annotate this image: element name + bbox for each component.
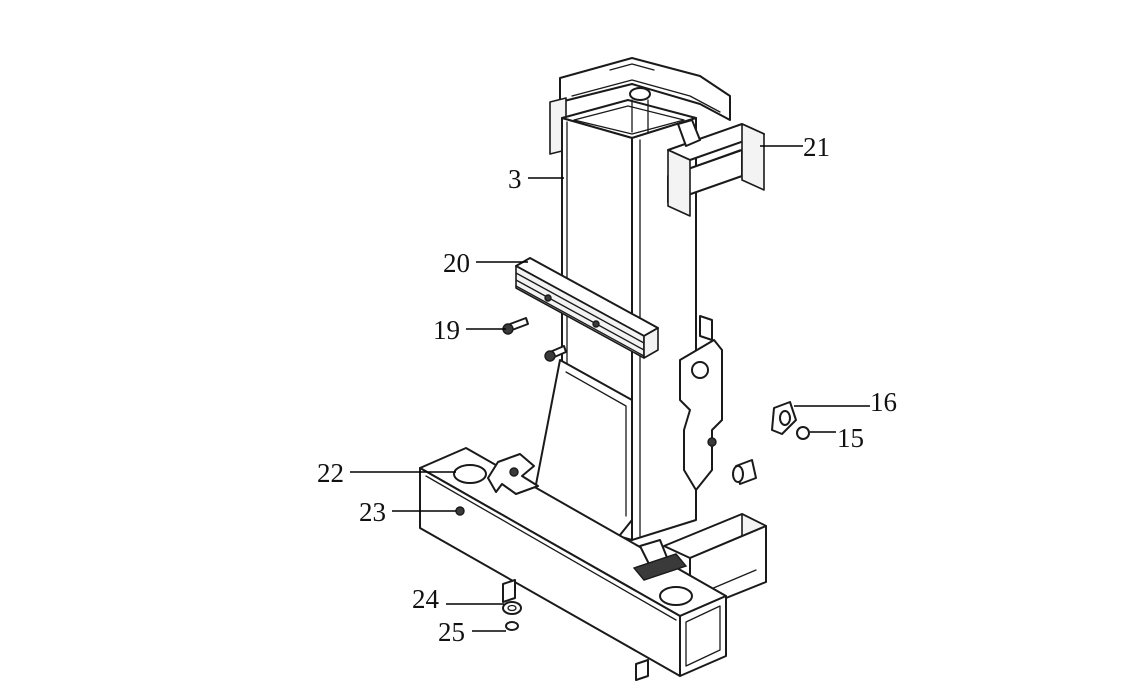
callout-15: 15	[837, 423, 864, 453]
callout-23: 23	[359, 497, 386, 527]
callout-3: 3	[508, 164, 522, 194]
small-bolt	[544, 345, 567, 362]
bottom-washer	[502, 601, 522, 615]
callout-16: 16	[870, 387, 897, 417]
bottom-nut	[505, 621, 519, 631]
o-ring	[796, 426, 810, 440]
callout-22: 22	[317, 458, 344, 488]
bolt	[502, 317, 529, 335]
callout-25: 25	[438, 617, 465, 647]
top-clamp-bracket	[667, 119, 765, 217]
locking-knob	[487, 453, 688, 581]
callout-21: 21	[803, 132, 830, 162]
callout-19: 19	[433, 315, 460, 345]
grease-nipple	[455, 506, 465, 516]
side-hinge-bracket	[679, 315, 757, 491]
callout-20: 20	[443, 248, 470, 278]
clamp-pad	[515, 257, 659, 359]
washer	[771, 401, 797, 435]
callout-24: 24	[412, 584, 440, 614]
